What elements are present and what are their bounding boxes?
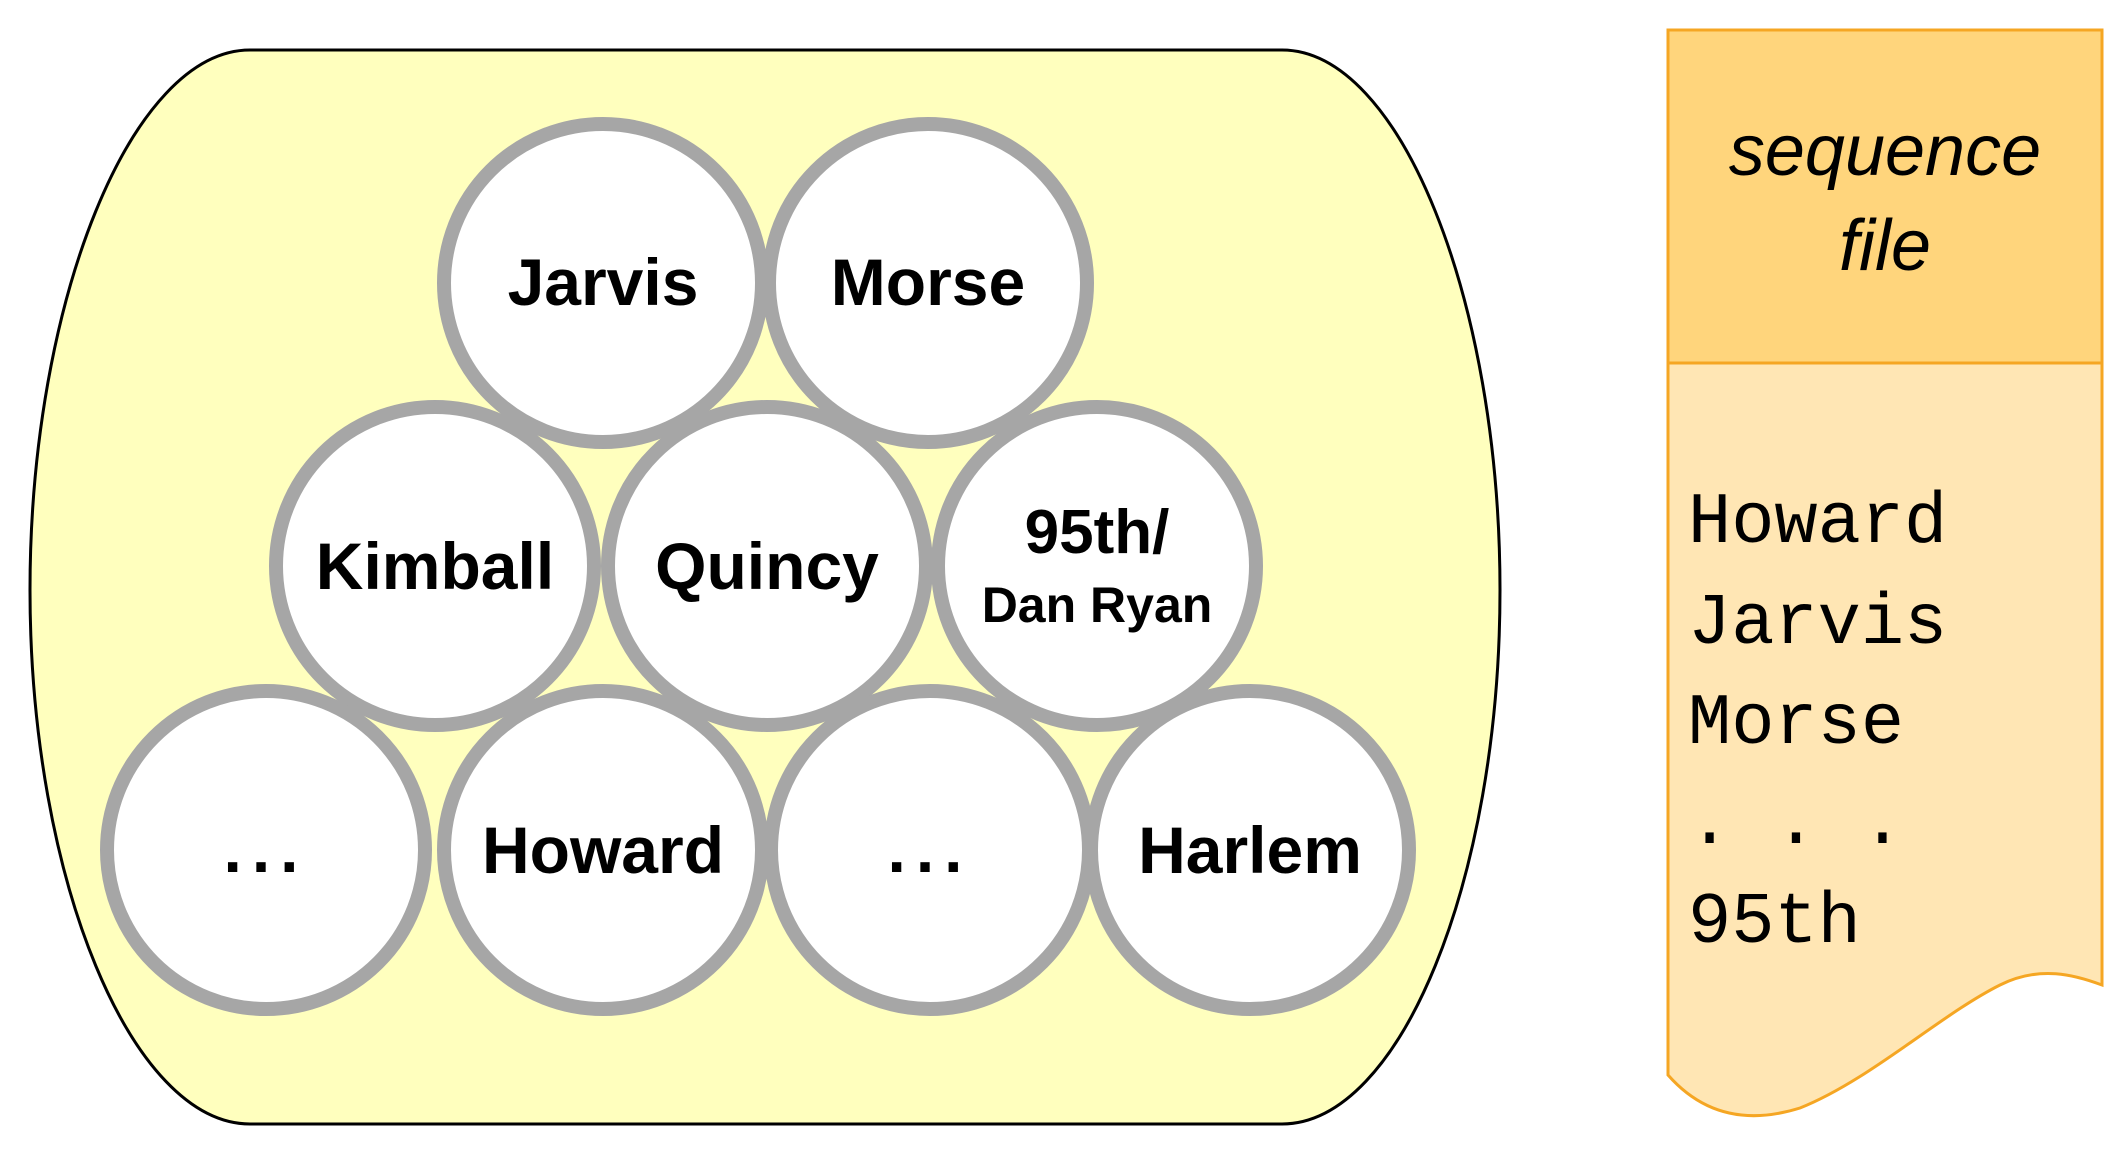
circle-ellipsis-left: ... (100, 684, 432, 1016)
circle-label-quincy: Quincy (655, 529, 879, 603)
circle-label-jarvis: Jarvis (508, 245, 699, 319)
circle-label-ellipsis-right: ... (887, 812, 972, 886)
document-title-line-2: file (1839, 206, 1931, 286)
sequence-entry-morse: Morse (1688, 683, 1904, 765)
document-body (1666, 361, 2104, 1118)
circle-label-howard: Howard (482, 813, 724, 887)
circle-howard: Howard (437, 684, 769, 1016)
sequence-entry-howard: Howard (1688, 482, 1947, 564)
circle-ellipsis-right: ... (764, 684, 1096, 1016)
document-header (1666, 28, 2104, 365)
circle-kimball: Kimball (269, 400, 601, 732)
circle-label-95th: 95th/ (1025, 498, 1170, 567)
circle-quincy: Quincy (601, 400, 933, 732)
circle-label-ellipsis-left: ... (223, 812, 308, 886)
sequence-file-document: sequence file Howard Jarvis Morse . . . … (1666, 28, 2104, 1118)
circle-label-morse: Morse (831, 245, 1025, 319)
circle-jarvis: Jarvis (437, 117, 769, 449)
circle-95th-dan-ryan: 95th/ Dan Ryan (931, 400, 1263, 732)
circle-morse: Morse (762, 117, 1094, 449)
circle-harlem: Harlem (1084, 684, 1416, 1016)
sequence-entry-ellipsis: . . . (1688, 783, 1904, 865)
circle-label-kimball: Kimball (316, 529, 554, 603)
document-title-line-1: sequence (1729, 111, 2041, 191)
sequence-entry-jarvis: Jarvis (1688, 583, 1947, 665)
circle-label-harlem: Harlem (1138, 813, 1362, 887)
sequence-entry-95th: 95th (1688, 882, 1861, 964)
circle-label-dan-ryan: Dan Ryan (982, 577, 1213, 633)
set-elements: Jarvis Morse Kimball Quincy 95th/ Dan Ry… (100, 117, 1416, 1016)
